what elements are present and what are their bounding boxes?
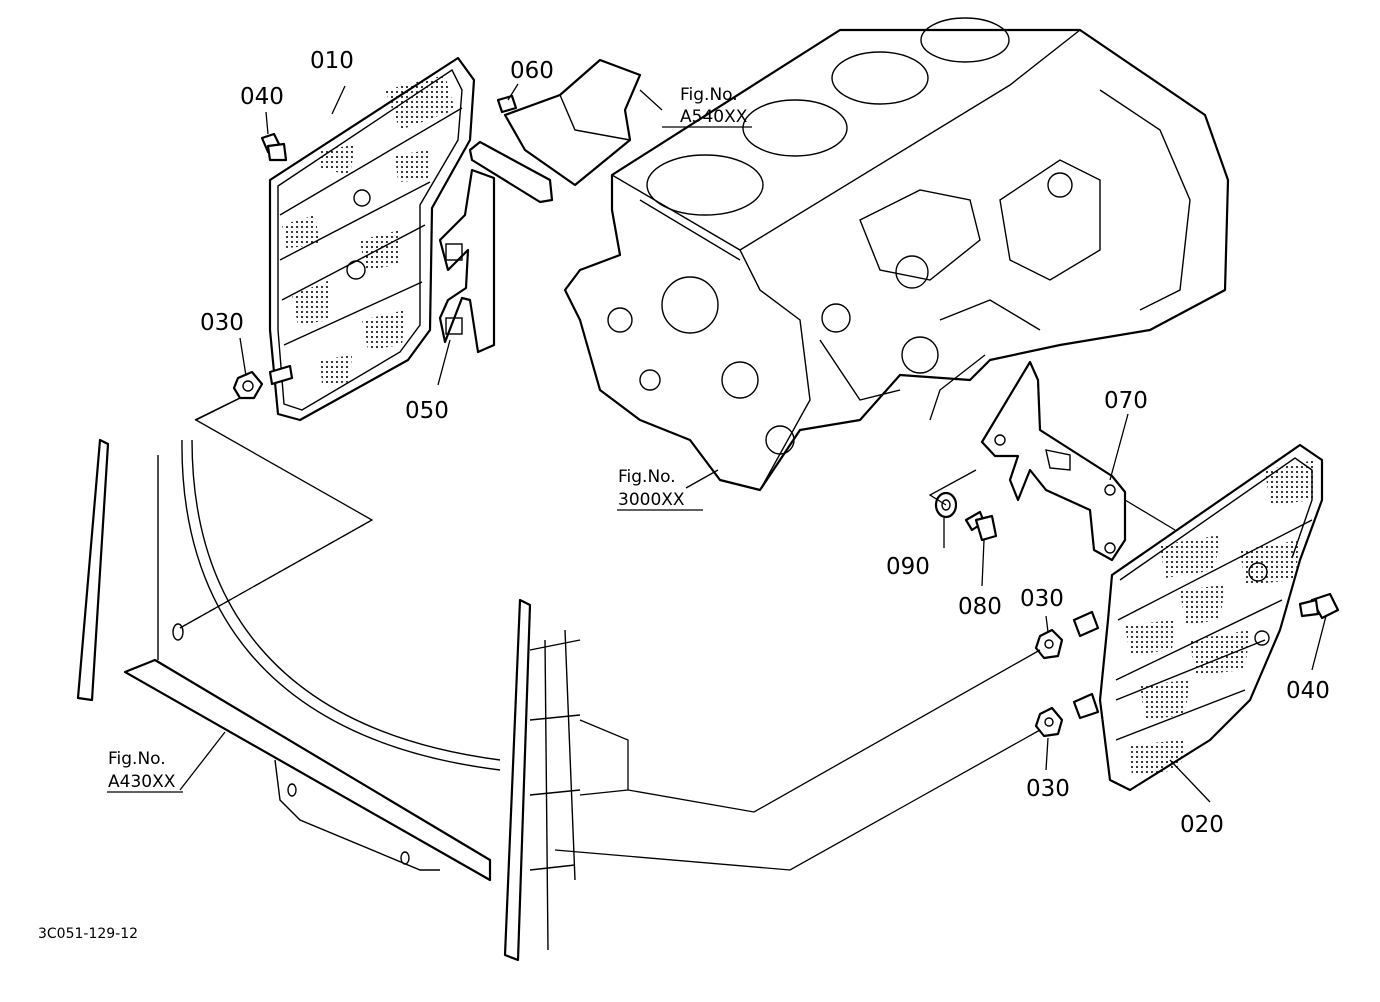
nut-030-right-lower bbox=[1034, 706, 1064, 738]
part-label-010: 010 bbox=[310, 48, 354, 74]
svg-text:Fig.No.: Fig.No. bbox=[618, 467, 676, 487]
bolt-040-left bbox=[260, 132, 288, 162]
nut-030-right-upper bbox=[1034, 628, 1064, 660]
part-label-030-left: 030 bbox=[200, 310, 244, 336]
figure-ref-3000xx: Fig.No. 3000XX bbox=[618, 467, 685, 510]
bracket-070 bbox=[980, 360, 1127, 562]
bracket-050 bbox=[438, 168, 496, 354]
svg-text:3000XX: 3000XX bbox=[618, 490, 685, 510]
part-label-030-right-upper: 030 bbox=[1020, 586, 1064, 612]
stud-030-left bbox=[268, 364, 294, 386]
cover-010 bbox=[268, 56, 476, 422]
part-label-030-right-lower: 030 bbox=[1026, 776, 1070, 802]
part-label-080: 080 bbox=[958, 594, 1002, 620]
part-label-060: 060 bbox=[510, 58, 554, 84]
cover-020 bbox=[1098, 443, 1324, 792]
part-label-070: 070 bbox=[1104, 388, 1148, 414]
svg-text:A540XX: A540XX bbox=[680, 107, 748, 127]
part-label-050: 050 bbox=[405, 398, 449, 424]
svg-text:Fig.No.: Fig.No. bbox=[680, 85, 738, 105]
stud-030-right-upper bbox=[1072, 610, 1100, 638]
part-label-040-left: 040 bbox=[240, 84, 284, 110]
part-label-020: 020 bbox=[1180, 812, 1224, 838]
leader-lines bbox=[107, 83, 1327, 803]
svg-text:A430XX: A430XX bbox=[108, 772, 176, 792]
bolt-040-right bbox=[1298, 592, 1340, 620]
stud-030-right-lower bbox=[1072, 692, 1100, 720]
bracket-060 bbox=[468, 58, 642, 204]
figure-ref-a540xx: Fig.No. A540XX bbox=[680, 85, 748, 127]
figure-ref-a430xx: Fig.No. A430XX bbox=[108, 749, 176, 792]
nut-030-left bbox=[232, 370, 264, 400]
engine-block bbox=[563, 17, 1230, 492]
assembly-lines bbox=[179, 354, 1176, 871]
bolt-080 bbox=[964, 510, 998, 542]
drawing-code: 3C051-129-12 bbox=[38, 926, 138, 942]
part-label-040-right: 040 bbox=[1286, 678, 1330, 704]
svg-text:Fig.No.: Fig.No. bbox=[108, 749, 166, 769]
radiator-shroud bbox=[76, 438, 581, 962]
part-label-090: 090 bbox=[886, 554, 930, 580]
